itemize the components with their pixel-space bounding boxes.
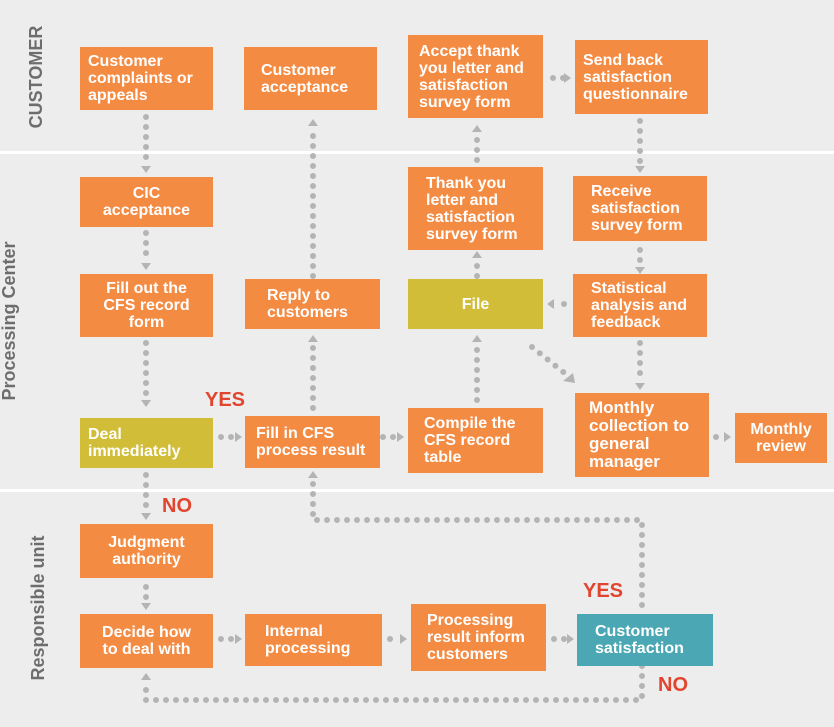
arrowhead-stat: [635, 267, 645, 274]
node-monthly-collection: Monthly collection to general manager: [575, 393, 709, 477]
arrowhead-accept: [472, 125, 482, 132]
arrowhead-acceptance: [308, 119, 318, 126]
node-receive-survey: Receive satisfaction survey form: [573, 176, 707, 241]
arrowhead-fillin: [235, 432, 242, 442]
node-internal-processing: Internal processing: [245, 614, 382, 666]
arrowhead-compile: [397, 432, 404, 442]
arrowhead-file: [472, 335, 482, 342]
arrowhead-sendback: [564, 73, 571, 83]
node-fill-out-cfs: Fill out the CFS record form: [80, 274, 213, 337]
arrowhead-fillout: [141, 263, 151, 270]
connector-satisfaction-yes-loop: [310, 475, 645, 608]
node-customer-complaints: Customer complaints or appeals: [80, 47, 213, 110]
node-thank-you-letter: Thank you letter and satisfaction survey…: [408, 167, 543, 250]
arrowhead-receive: [635, 166, 645, 173]
lane-divider-bottom: [0, 489, 834, 492]
node-fill-in-cfs: Fill in CFS process result: [245, 416, 380, 468]
connector-satisfaction-no-loop: [143, 663, 645, 703]
label-yes-satisfaction: YES: [583, 580, 624, 602]
lane-label-center: Complaint and Appeal Processing Center: [0, 241, 19, 401]
arrowhead-satisfaction: [567, 634, 574, 644]
arrowhead-cic: [141, 166, 151, 173]
node-judgment-authority: Judgment authority: [80, 524, 213, 578]
node-monthly-review: Monthly review: [735, 413, 827, 463]
node-customer-satisfaction: Customer satisfaction: [577, 614, 713, 666]
node-cic-acceptance: CIC acceptance: [80, 177, 213, 227]
node-send-back-questionnaire: Send back satisfaction questionnaire: [575, 40, 708, 114]
arrowhead-judgment: [141, 513, 151, 520]
arrowhead-decide: [141, 603, 151, 610]
node-deal-immediately: Deal immediately: [80, 418, 213, 468]
lane-divider-top: [0, 151, 834, 154]
arrowhead-reply: [308, 335, 318, 342]
arrowhead-file-left: [547, 299, 554, 309]
connector-file-to-monthly: [529, 344, 570, 378]
arrowhead-yes-loop: [308, 471, 318, 478]
node-accept-thank-you: Accept thank you letter and satisfaction…: [408, 35, 543, 118]
lane-label-customer: CUSTOMER: [26, 25, 46, 129]
label-yes-deal: YES: [205, 389, 246, 411]
node-statistical-analysis: Statistical analysis and feedback: [573, 274, 707, 337]
label-no-satisfaction: NO: [658, 674, 688, 696]
label-no-deal: NO: [162, 495, 192, 517]
node-file: File: [408, 279, 543, 329]
arrowhead-monthly-diag: [563, 373, 575, 383]
node-decide-how: Decide how to deal with: [80, 614, 213, 668]
arrowhead-no-loop: [141, 673, 151, 680]
arrowhead-deal: [141, 400, 151, 407]
node-compile-cfs: Compile the CFS record table: [408, 408, 543, 473]
node-processing-result: Processing result inform customers: [411, 604, 546, 671]
arrowhead-thankyou: [472, 251, 482, 258]
arrowhead-internal: [235, 634, 242, 644]
node-customer-acceptance: Customer acceptance: [244, 47, 377, 110]
node-reply-customers: Reply to customers: [245, 279, 380, 329]
arrowhead-review: [724, 432, 731, 442]
arrowhead-result: [400, 634, 407, 644]
arrowhead-monthly: [635, 383, 645, 390]
lane-label-responsible-unit: Responsible unit: [28, 535, 48, 681]
